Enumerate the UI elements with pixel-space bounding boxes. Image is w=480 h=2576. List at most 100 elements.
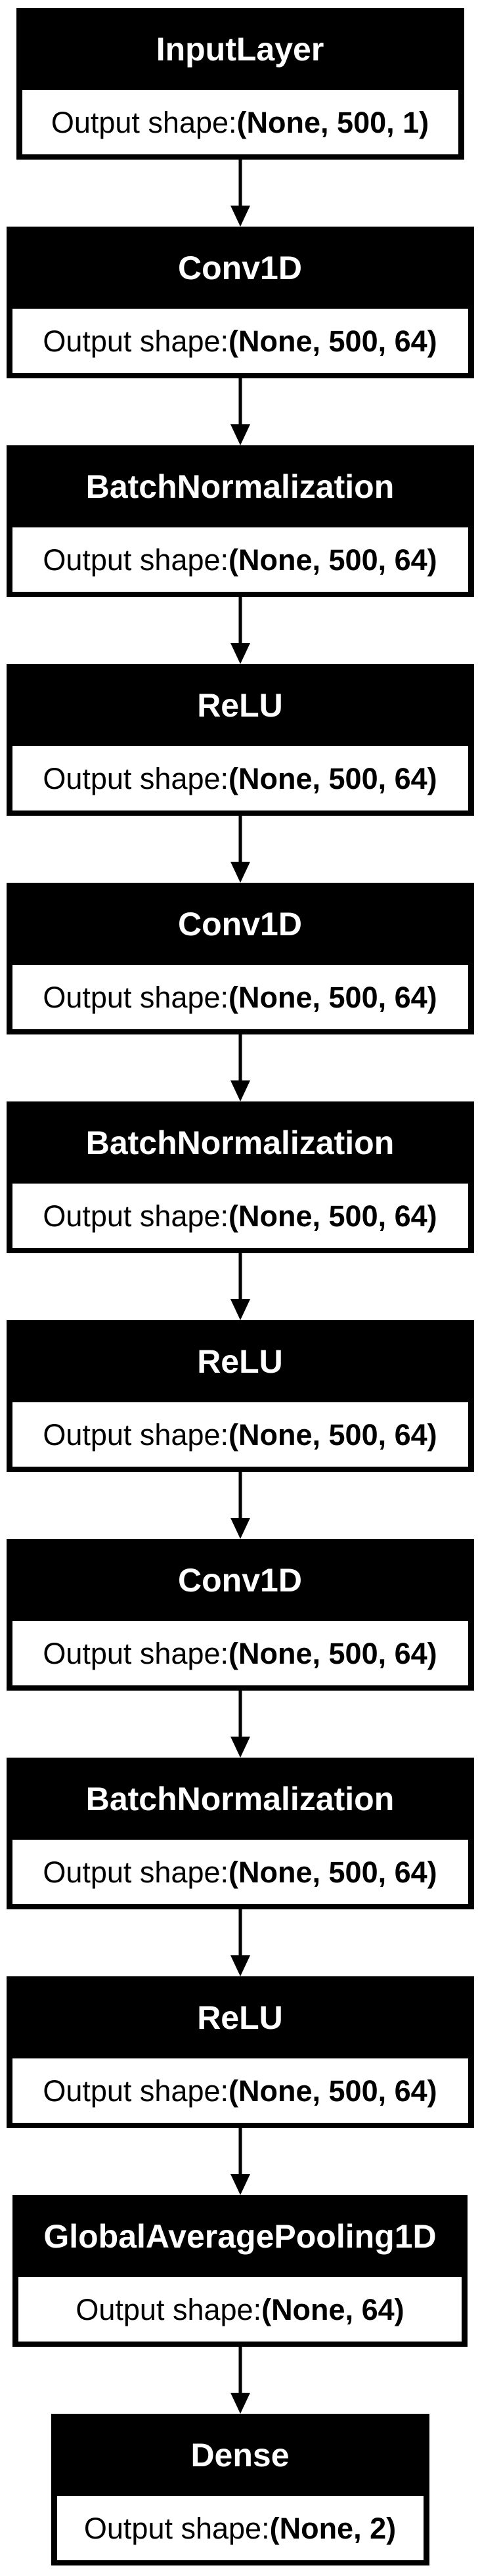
layer-output-shape-cell: Output shape: (None, 64) xyxy=(18,2277,462,2342)
output-shape-value: (None, 500, 64) xyxy=(229,2074,437,2108)
layer-node-conv1d-7: Conv1D Output shape: (None, 500, 64) xyxy=(6,1539,474,1691)
output-shape-prefix: Output shape: xyxy=(43,1417,229,1452)
layer-name: BatchNormalization xyxy=(85,468,395,505)
layer-name: BatchNormalization xyxy=(85,1124,395,1161)
output-shape-value: (None, 500, 64) xyxy=(229,1417,437,1452)
arrow-line xyxy=(238,1034,242,1082)
layer-node-header: Dense xyxy=(51,2414,429,2496)
layer-name: ReLU xyxy=(197,1999,283,2036)
arrow-head-icon xyxy=(230,1955,250,1976)
layer-node-relu-9: ReLU Output shape: (None, 500, 64) xyxy=(6,1976,474,2128)
layer-name: Conv1D xyxy=(178,249,302,286)
output-shape-value: (None, 500, 64) xyxy=(229,324,437,358)
arrow-line xyxy=(238,1253,242,1300)
flow-arrow xyxy=(227,378,253,445)
layer-node-batchnormalization-2: BatchNormalization Output shape: (None, … xyxy=(6,445,474,597)
flow-arrow xyxy=(227,1034,253,1101)
layer-node-globalaveragepooling1d-10: GlobalAveragePooling1D Output shape: (No… xyxy=(12,2195,468,2347)
output-shape-value: (None, 500, 64) xyxy=(229,543,437,577)
layer-name: ReLU xyxy=(197,686,283,724)
layer-output-shape-cell: Output shape: (None, 500, 64) xyxy=(12,309,468,373)
layer-node-batchnormalization-5: BatchNormalization Output shape: (None, … xyxy=(6,1101,474,1253)
arrow-line xyxy=(238,2128,242,2175)
layer-output-shape-cell: Output shape: (None, 500, 64) xyxy=(12,746,468,811)
output-shape-value: (None, 500, 64) xyxy=(229,761,437,795)
flow-arrow xyxy=(227,597,253,664)
layer-node-header: GlobalAveragePooling1D xyxy=(12,2195,468,2277)
layer-node-relu-3: ReLU Output shape: (None, 500, 64) xyxy=(6,664,474,816)
arrow-line xyxy=(238,2347,242,2394)
output-shape-prefix: Output shape: xyxy=(83,2511,270,2545)
layer-name: Conv1D xyxy=(178,905,302,943)
layer-name: InputLayer xyxy=(156,30,324,68)
output-shape-value: (None, 500, 64) xyxy=(229,1199,437,1233)
output-shape-prefix: Output shape: xyxy=(43,761,229,795)
layer-name: ReLU xyxy=(197,1343,283,1380)
output-shape-prefix: Output shape: xyxy=(43,1199,229,1233)
arrow-line xyxy=(238,160,242,207)
layer-node-header: BatchNormalization xyxy=(7,1758,474,1840)
arrow-head-icon xyxy=(230,1080,250,1101)
arrow-line xyxy=(238,816,242,863)
output-shape-prefix: Output shape: xyxy=(51,105,237,139)
output-shape-prefix: Output shape: xyxy=(43,980,229,1014)
output-shape-prefix: Output shape: xyxy=(43,1855,229,1889)
flow-arrow xyxy=(227,1909,253,1976)
layer-node-relu-6: ReLU Output shape: (None, 500, 64) xyxy=(6,1320,474,1472)
layer-node-header: Conv1D xyxy=(7,1539,474,1621)
arrow-line xyxy=(238,1909,242,1957)
layer-output-shape-cell: Output shape: (None, 500, 64) xyxy=(12,2058,468,2123)
output-shape-prefix: Output shape: xyxy=(43,324,229,358)
layer-name: Dense xyxy=(190,2436,290,2474)
arrow-head-icon xyxy=(230,1299,250,1320)
flow-arrow xyxy=(227,1691,253,1758)
arrow-head-icon xyxy=(230,862,250,883)
layer-output-shape-cell: Output shape: (None, 500, 1) xyxy=(22,90,458,154)
output-shape-value: (None, 64) xyxy=(261,2292,404,2326)
layer-node-header: InputLayer xyxy=(16,8,464,90)
layer-output-shape-cell: Output shape: (None, 500, 64) xyxy=(12,527,468,592)
arrow-head-icon xyxy=(230,2174,250,2195)
flow-arrow xyxy=(227,816,253,883)
flow-arrow xyxy=(227,1253,253,1320)
arrow-line xyxy=(238,378,242,426)
layer-node-header: ReLU xyxy=(7,664,474,746)
layer-node-conv1d-1: Conv1D Output shape: (None, 500, 64) xyxy=(6,227,474,378)
output-shape-value: (None, 500, 1) xyxy=(236,105,429,139)
layer-node-dense-11: Dense Output shape: (None, 2) xyxy=(51,2414,429,2565)
arrow-line xyxy=(238,1472,242,1519)
layer-name: GlobalAveragePooling1D xyxy=(43,2217,437,2255)
arrow-head-icon xyxy=(230,1518,250,1539)
arrow-head-icon xyxy=(230,1737,250,1758)
layer-output-shape-cell: Output shape: (None, 500, 64) xyxy=(12,1840,468,1904)
layer-output-shape-cell: Output shape: (None, 500, 64) xyxy=(12,1621,468,1685)
flow-arrow xyxy=(227,2128,253,2195)
layer-node-conv1d-4: Conv1D Output shape: (None, 500, 64) xyxy=(6,883,474,1034)
layer-node-inputlayer-0: InputLayer Output shape: (None, 500, 1) xyxy=(16,8,464,160)
layer-name: Conv1D xyxy=(178,1561,302,1599)
output-shape-value: (None, 500, 64) xyxy=(229,1636,437,1670)
arrow-head-icon xyxy=(230,206,250,227)
arrow-head-icon xyxy=(230,643,250,664)
layer-node-header: Conv1D xyxy=(7,227,474,309)
output-shape-value: (None, 2) xyxy=(269,2511,397,2545)
arrow-line xyxy=(238,1691,242,1738)
layer-node-header: BatchNormalization xyxy=(7,445,474,527)
flow-arrow xyxy=(227,160,253,227)
flow-arrow xyxy=(227,2347,253,2414)
output-shape-value: (None, 500, 64) xyxy=(229,980,437,1014)
output-shape-prefix: Output shape: xyxy=(43,543,229,577)
layer-node-header: Conv1D xyxy=(7,883,474,965)
layer-output-shape-cell: Output shape: (None, 2) xyxy=(56,2496,424,2560)
arrow-line xyxy=(238,597,242,644)
output-shape-prefix: Output shape: xyxy=(43,1636,229,1670)
flow-arrow xyxy=(227,1472,253,1539)
layer-node-batchnormalization-8: BatchNormalization Output shape: (None, … xyxy=(6,1758,474,1909)
arrow-head-icon xyxy=(230,424,250,445)
output-shape-value: (None, 500, 64) xyxy=(229,1855,437,1889)
layer-output-shape-cell: Output shape: (None, 500, 64) xyxy=(12,1184,468,1248)
layer-name: BatchNormalization xyxy=(85,1780,395,1817)
layer-node-header: ReLU xyxy=(7,1320,474,1402)
layer-output-shape-cell: Output shape: (None, 500, 64) xyxy=(12,1402,468,1467)
